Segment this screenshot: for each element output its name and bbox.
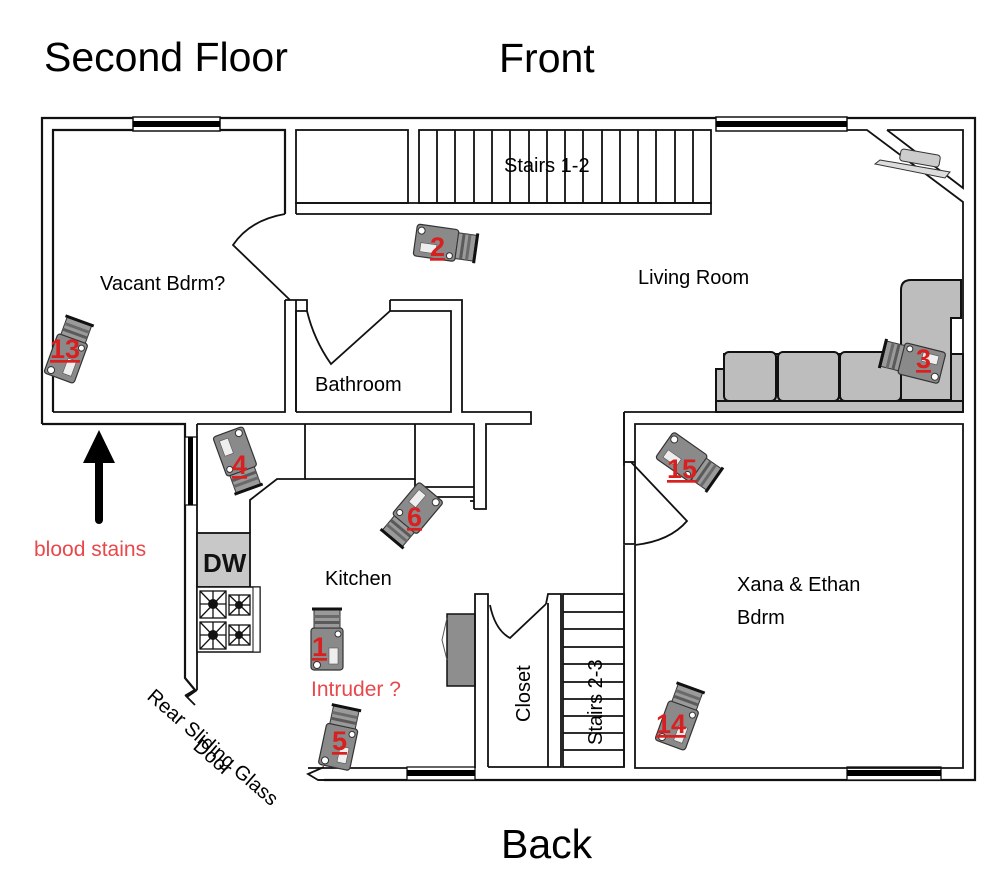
fireplace bbox=[446, 613, 476, 687]
camera-number-2: 2 bbox=[430, 232, 445, 262]
blood-stains-annotation: blood stains bbox=[34, 538, 146, 561]
camera-number-1: 1 bbox=[312, 632, 327, 662]
room-label-bathroom: Bathroom bbox=[315, 374, 402, 396]
camera-number-3: 3 bbox=[916, 344, 931, 374]
camera-number-13: 13 bbox=[50, 334, 80, 364]
stairs-1-2-label: Stairs 1-2 bbox=[504, 155, 590, 177]
front-label: Front bbox=[499, 35, 595, 81]
stairs-2-3-label: Stairs 2-3 bbox=[585, 659, 607, 745]
camera-number-14: 14 bbox=[656, 709, 686, 739]
room-label-bedroom-line1: Xana & Ethan bbox=[737, 574, 860, 596]
room-label-bedroom-line2: Bdrm bbox=[737, 607, 785, 629]
closet-label: Closet bbox=[513, 665, 535, 722]
camera-number-6: 6 bbox=[407, 502, 422, 532]
camera-number-5: 5 bbox=[332, 726, 347, 756]
room-label-living: Living Room bbox=[638, 267, 749, 289]
intruder-annotation: Intruder ? bbox=[311, 678, 401, 701]
arrow-up-icon bbox=[83, 430, 115, 524]
walls: DW bbox=[40, 116, 977, 782]
back-label: Back bbox=[501, 821, 593, 867]
camera-number-15: 15 bbox=[667, 454, 697, 484]
camera-icon bbox=[411, 222, 480, 266]
room-label-kitchen: Kitchen bbox=[325, 568, 392, 590]
camera-2[interactable] bbox=[411, 222, 480, 266]
floor-title: Second Floor bbox=[44, 34, 288, 80]
room-label-vacant: Vacant Bdrm? bbox=[100, 273, 225, 295]
stair-treads-2-3 bbox=[563, 611, 624, 751]
dishwasher-label: DW bbox=[203, 548, 247, 578]
stair-treads-1-2 bbox=[436, 130, 694, 203]
stove bbox=[196, 586, 261, 653]
camera-number-4: 4 bbox=[232, 450, 247, 480]
